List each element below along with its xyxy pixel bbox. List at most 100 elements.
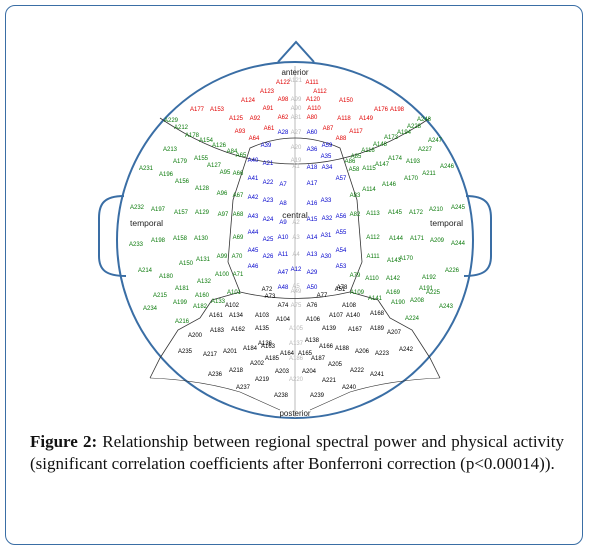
electrode-label-a112: A112	[313, 89, 327, 95]
electrode-label-a248: A248	[417, 117, 432, 123]
electrode-label-a190: A190	[391, 300, 406, 306]
electrode-label-a176: A176	[374, 107, 389, 113]
electrode-label-a83: A83	[350, 193, 361, 199]
electrode-label-a180: A180	[159, 274, 174, 280]
electrode-label-a229: A229	[164, 118, 179, 124]
electrode-label-a167: A167	[348, 327, 363, 333]
electrode-label-a61: A61	[264, 126, 275, 132]
electrode-label-a35: A35	[321, 154, 332, 160]
electrode-label-a65: A65	[236, 153, 247, 159]
electrode-label-a17: A17	[307, 181, 318, 187]
electrode-label-a219: A219	[255, 377, 270, 383]
electrode-label-a173: A173	[384, 135, 399, 141]
electrode-label-a23: A23	[263, 198, 274, 204]
electrode-label-a225: A225	[426, 290, 441, 296]
electrode-label-a104: A104	[276, 317, 291, 323]
electrode-label-a2: A2	[292, 220, 300, 226]
electrode-label-a107: A107	[329, 313, 344, 319]
electrode-label-a32: A32	[322, 216, 333, 222]
electrode-label-a228: A228	[407, 124, 422, 130]
nose-shape	[277, 40, 315, 63]
electrode-label-a192: A192	[422, 275, 437, 281]
caption-label: Figure 2:	[30, 432, 98, 451]
electrode-label-a150: A150	[339, 98, 354, 104]
electrode-label-a100: A100	[215, 272, 230, 278]
electrode-label-a216: A216	[175, 319, 190, 325]
electrode-label-a74: A74	[278, 303, 289, 309]
electrode-label-a69: A69	[233, 235, 244, 241]
electrode-label-a76: A76	[307, 303, 318, 309]
electrode-label-a156: A156	[175, 179, 190, 185]
electrode-label-a237: A237	[236, 385, 251, 391]
electrode-label-a20: A20	[291, 145, 302, 151]
electrode-label-a28: A28	[278, 130, 289, 136]
electrode-label-a46: A46	[248, 264, 259, 270]
electrode-label-a11: A11	[278, 252, 289, 258]
electrode-label-a34: A34	[322, 165, 333, 171]
electrode-label-a163: A163	[261, 344, 276, 350]
anterior-label: anterior	[281, 68, 308, 77]
electrode-label-a36: A36	[307, 147, 318, 153]
electrode-label-a148: A148	[373, 142, 388, 148]
electrode-label-a193: A193	[406, 159, 421, 165]
electrode-label-a239: A239	[310, 393, 325, 399]
electrode-label-a198b: A198	[151, 238, 166, 244]
electrode-label-a59: A59	[322, 143, 333, 149]
electrode-label-a93: A93	[235, 129, 246, 135]
electrode-label-a140: A140	[346, 313, 361, 319]
electrode-label-a147: A147	[375, 162, 390, 168]
posterior-boundary-bottom-left	[149, 377, 281, 411]
electrode-label-a58: A58	[349, 167, 360, 173]
electrode-label-a134: A134	[229, 313, 244, 319]
electrode-label-a143: A143	[387, 258, 402, 264]
electrode-label-a47: A47	[278, 270, 289, 276]
electrode-label-a82: A82	[350, 212, 361, 218]
electrode-label-a157: A157	[174, 210, 189, 216]
electrode-label-a7: A7	[279, 182, 287, 188]
electrode-label-a5: A5	[292, 284, 300, 290]
electrode-label-a189: A189	[370, 326, 385, 332]
electrode-label-a125: A125	[229, 116, 244, 122]
posterior-label: posterior	[279, 409, 310, 418]
electrode-label-a155: A155	[194, 156, 209, 162]
electrode-label-a55: A55	[336, 230, 347, 236]
electrode-label-a10: A10	[278, 235, 289, 241]
electrode-label-a206: A206	[355, 349, 370, 355]
electrode-label-a57: A57	[336, 176, 347, 182]
electrode-label-a126: A126	[212, 143, 227, 149]
electrode-label-a110: A110	[307, 106, 321, 112]
electrode-label-a71: A71	[233, 272, 244, 278]
electrode-label-a194: A194	[397, 130, 412, 136]
electrode-label-a24: A24	[263, 217, 274, 223]
electrode-label-a9: A9	[279, 220, 287, 226]
figure-frame	[5, 5, 583, 545]
electrode-label-a66: A66	[233, 171, 244, 177]
electrode-label-a209: A209	[430, 238, 445, 244]
electrode-label-a226: A226	[445, 268, 460, 274]
electrode-label-a96: A96	[217, 191, 228, 197]
electrode-label-a205: A205	[328, 362, 343, 368]
electrode-label-a115: A115	[362, 166, 376, 172]
electrode-label-a201: A201	[223, 349, 238, 355]
electrode-label-a72: A72	[262, 287, 273, 293]
electrode-label-a185: A185	[265, 356, 280, 362]
electrode-label-a172: A172	[409, 210, 424, 216]
electrode-label-a44: A44	[248, 230, 259, 236]
electrode-label-a106: A106	[306, 317, 321, 323]
electrode-label-a111: A111	[305, 80, 319, 86]
electrode-label-a234: A234	[143, 306, 158, 312]
electrode-label-a110b: A110	[365, 276, 379, 282]
electrode-label-a109: A109	[350, 290, 365, 296]
electrode-label-a184: A184	[243, 346, 258, 352]
electrode-label-a136: A136	[258, 341, 273, 347]
electrode-label-a231: A231	[139, 166, 154, 172]
electrode-label-a188: A188	[335, 346, 350, 352]
electrode-label-a181: A181	[175, 286, 190, 292]
electrode-label-a161: A161	[209, 313, 224, 319]
electrode-label-a84: A84	[227, 149, 238, 155]
electrode-label-a105: A105	[289, 326, 304, 332]
electrode-label-a50: A50	[307, 285, 318, 291]
electrode-label-a169: A169	[386, 290, 401, 296]
electrode-label-a13: A13	[307, 252, 318, 258]
electrode-label-a196: A196	[159, 172, 174, 178]
